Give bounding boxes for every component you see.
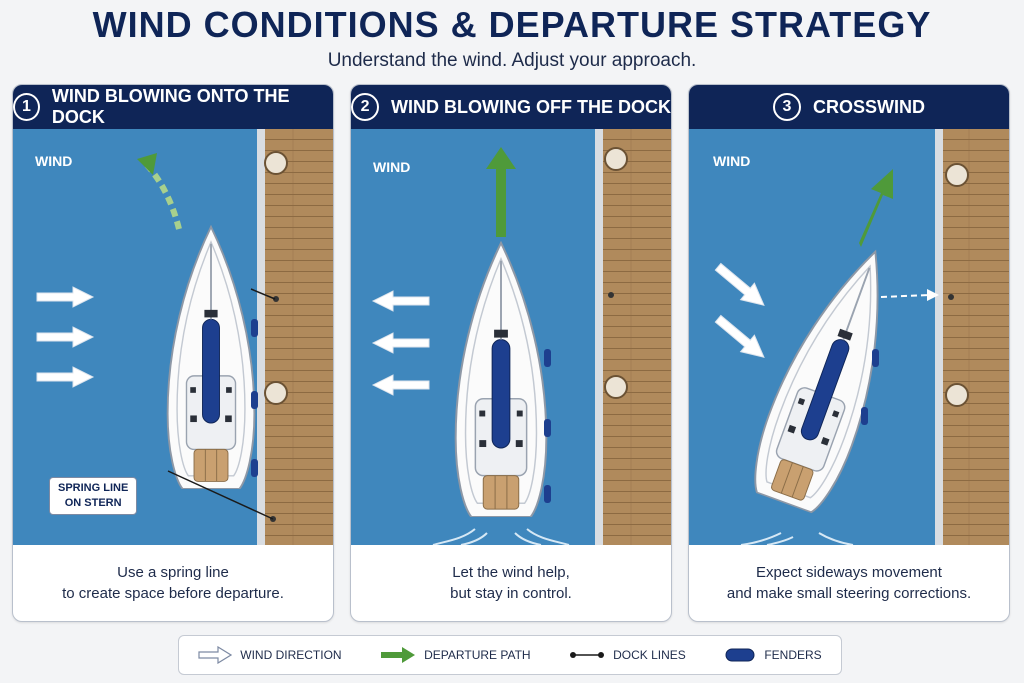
cleat	[948, 294, 954, 300]
panel-crosswind: 3 CROSSWIND WIND Expect sideways movemen…	[688, 84, 1010, 622]
piling	[945, 383, 969, 407]
panel-off-dock: 2 WIND BLOWING OFF THE DOCK WIND Let the	[350, 84, 672, 622]
scene-illustration	[689, 129, 1009, 546]
spring-line	[167, 470, 274, 520]
piling	[945, 163, 969, 187]
dock-line	[250, 288, 276, 300]
outline-arrow-icon	[198, 646, 233, 664]
green-arrow-icon	[381, 647, 416, 663]
fender	[544, 419, 551, 437]
spring-line-callout: SPRING LINE ON STERN	[49, 477, 138, 515]
scene-crosswind: WIND	[689, 129, 1009, 546]
piling	[604, 375, 628, 399]
wind-label: WIND	[35, 153, 73, 169]
panel-header: 3 CROSSWIND	[689, 85, 1009, 129]
panel-title: WIND BLOWING ONTO THE DOCK	[51, 86, 290, 127]
cleat	[608, 292, 614, 298]
drift-arrow	[927, 289, 939, 301]
scene-illustration	[351, 129, 671, 546]
panel-number: 3	[773, 93, 801, 121]
wind-label: WIND	[713, 153, 751, 169]
legend-wind-direction: WIND DIRECTION	[198, 646, 342, 664]
panel-title: CROSSWIND	[813, 96, 925, 117]
wake	[432, 528, 570, 546]
departure-arrow	[137, 153, 157, 175]
fender	[251, 391, 258, 409]
panel-header: 2 WIND BLOWING OFF THE DOCK	[351, 85, 671, 129]
drift-path	[880, 294, 930, 298]
cleat	[273, 296, 279, 302]
legend-departure-path: DEPARTURE PATH	[380, 646, 531, 664]
fender	[544, 349, 551, 367]
legend: WIND DIRECTION DEPARTURE PATH DOCK LINES…	[178, 635, 842, 675]
scene-illustration	[13, 129, 333, 545]
page-title: WIND CONDITIONS & DEPARTURE STRATEGY	[92, 4, 932, 45]
wind-label: WIND	[373, 159, 411, 175]
panel-number: 2	[351, 93, 380, 121]
fender	[251, 459, 258, 477]
fender-icon	[725, 648, 755, 662]
panel-header: 1 WIND BLOWING ONTO THE DOCK	[13, 85, 333, 129]
piling	[604, 147, 628, 171]
piling	[264, 151, 288, 175]
wake	[740, 532, 854, 546]
page-subtitle: Understand the wind. Adjust your approac…	[327, 50, 697, 71]
fender	[872, 349, 879, 367]
departure-arrow	[486, 147, 516, 237]
departure-arrow	[859, 169, 893, 247]
fender	[544, 485, 551, 503]
panel-onto-dock: 1 WIND BLOWING ONTO THE DOCK WIND SPRIN	[12, 84, 334, 622]
fender	[861, 407, 868, 425]
legend-fenders: FENDERS	[724, 646, 822, 664]
panel-caption: Let the wind help,but stay in control.	[450, 564, 572, 602]
panel-title: WIND BLOWING OFF THE DOCK	[391, 96, 671, 117]
fender	[251, 319, 258, 337]
piling	[264, 381, 288, 405]
panel-number: 1	[13, 93, 40, 121]
dock-line-icon	[570, 652, 605, 658]
scene-onto-dock: WIND SPRING LINE ON STERN	[13, 129, 333, 545]
scene-off-dock: WIND	[351, 129, 671, 546]
legend-dock-lines: DOCK LINES	[569, 646, 686, 664]
